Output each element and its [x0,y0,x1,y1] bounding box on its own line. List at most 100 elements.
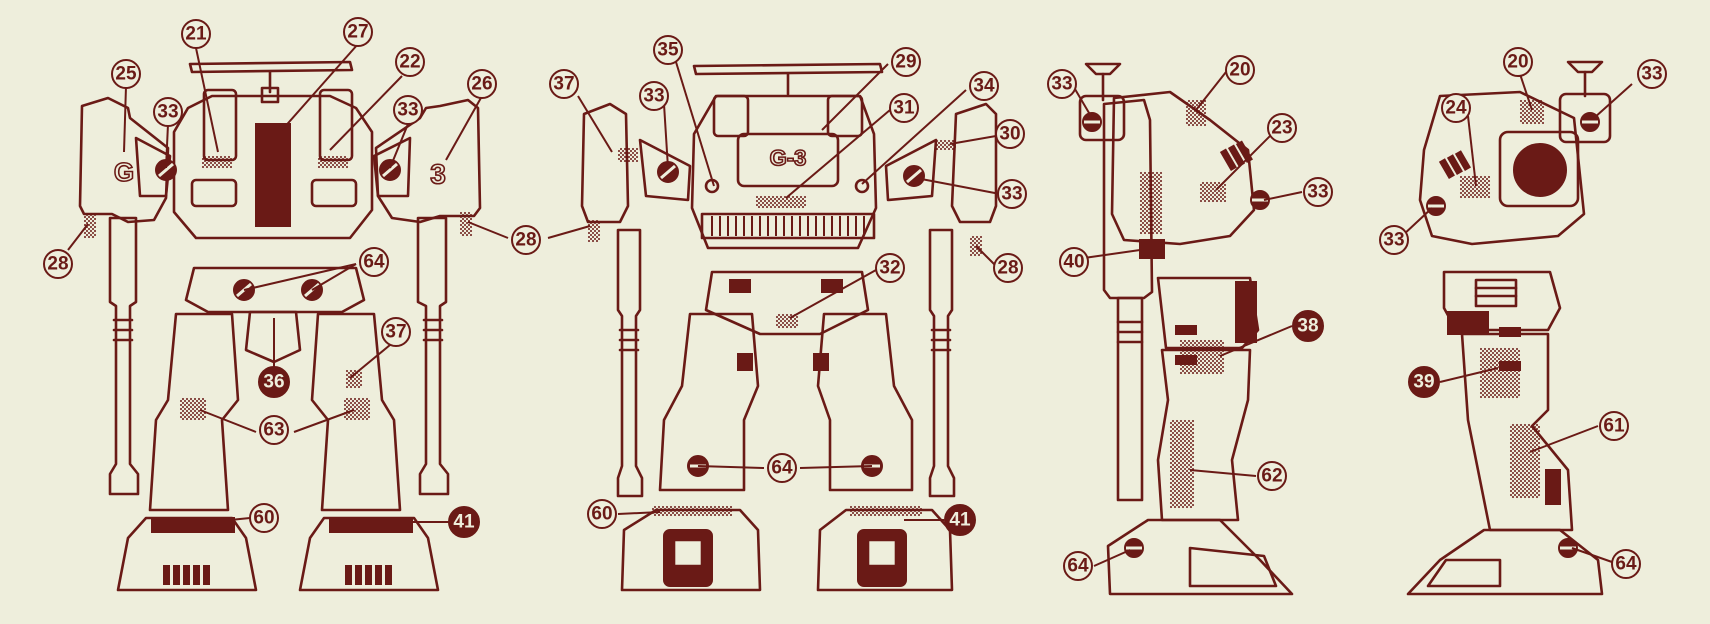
right-arm [928,228,956,498]
callout-33: 33 [997,179,1027,209]
antenna-bar [188,60,354,74]
svg-text:29: 29 [895,52,916,73]
svg-text:34: 34 [973,76,995,97]
callout-61: 61 [1599,411,1629,441]
right-leg [816,312,914,492]
callout-60: 60 [587,499,617,529]
hip [1442,270,1562,332]
right-shoulder-pod [950,102,998,224]
svg-text:64: 64 [1615,554,1637,575]
callout-23: 23 [1267,113,1297,143]
svg-text:20: 20 [1507,52,1528,73]
svg-text:63: 63 [263,420,284,441]
arm [1116,296,1144,502]
svg-text:64: 64 [363,252,385,273]
back-view: G 3 [78,60,482,592]
callout-33: 33 [393,95,423,125]
callout-35: 35 [653,35,683,65]
svg-text:60: 60 [253,508,274,529]
svg-text:20: 20 [1229,60,1250,81]
svg-text:25: 25 [115,64,137,85]
side-left-callouts: 33 20 23 33 40 38 62 64 [1047,55,1333,581]
svg-text:33: 33 [1383,230,1404,251]
hip [184,266,366,314]
callout-63: 63 [259,415,289,445]
svg-text:60: 60 [591,504,612,525]
callout-20: 20 [1225,55,1255,85]
callout-28: 28 [993,253,1023,283]
svg-text:33: 33 [1001,184,1022,205]
svg-text:36: 36 [263,372,284,393]
shoulder-pod [1102,98,1154,300]
callout-22: 22 [395,47,425,77]
foot [1106,518,1294,596]
antenna-bar [692,62,884,76]
callout-31: 31 [889,93,919,123]
svg-text:35: 35 [657,40,679,61]
hip [704,270,870,336]
right-foot [298,516,440,592]
decal-g3: G-3 [770,146,807,171]
callout-25: 25 [111,59,141,89]
side-view-left [1078,62,1294,596]
callout-24: 24 [1441,93,1471,123]
right-foot [816,508,954,592]
foot [1406,528,1604,596]
callout-20: 20 [1503,47,1533,77]
callout-28: 28 [43,249,73,279]
svg-text:21: 21 [185,24,207,45]
svg-text:39: 39 [1413,372,1434,393]
svg-text:64: 64 [771,458,793,479]
left-arm [108,216,140,496]
svg-text:33: 33 [397,100,418,121]
callout-39: 39 [1408,366,1440,398]
svg-text:33: 33 [157,102,178,123]
callout-41: 41 [944,504,976,536]
svg-text:30: 30 [999,124,1020,145]
left-arm [616,228,644,498]
callout-33: 33 [1047,69,1077,99]
callout-60: 60 [249,503,279,533]
left-shoulder-pod [580,102,630,224]
right-arm [416,216,450,496]
callout-21: 21 [181,19,211,49]
callout-34: 34 [969,71,999,101]
torso-back [172,94,374,240]
callout-33: 33 [153,97,183,127]
svg-text:23: 23 [1271,118,1292,139]
svg-text:62: 62 [1261,466,1282,487]
side-view-right [1406,60,1612,596]
svg-text:38: 38 [1297,316,1318,337]
left-leg [148,312,240,512]
head-side [1418,90,1586,246]
svg-text:33: 33 [1307,182,1328,203]
back-view-callouts: 21 27 22 25 33 33 26 28 28 64 37 36 63 6… [43,17,541,538]
svg-text:41: 41 [453,512,475,533]
svg-text:33: 33 [1051,74,1072,95]
callout-64: 64 [1063,551,1093,581]
callout-64: 64 [1611,549,1641,579]
callout-41: 41 [448,506,480,538]
decal-3: 3 [430,159,446,190]
callout-37: 37 [549,69,579,99]
callout-33: 33 [1637,59,1667,89]
callout-29: 29 [891,47,921,77]
callout-38: 38 [1292,310,1324,342]
svg-text:64: 64 [1067,556,1089,577]
front-view: G-3 [580,62,998,592]
callout-26: 26 [467,69,497,99]
callout-28: 28 [511,225,541,255]
svg-text:33: 33 [1641,64,1662,85]
callout-33: 33 [1303,177,1333,207]
callout-30: 30 [995,119,1025,149]
svg-text:28: 28 [47,254,68,275]
svg-text:40: 40 [1063,252,1084,273]
cockpit-head [690,94,878,250]
svg-text:26: 26 [471,74,492,95]
decal-g: G [114,157,134,187]
callouts [67,43,1633,567]
svg-text:41: 41 [949,510,971,531]
svg-text:33: 33 [643,86,664,107]
